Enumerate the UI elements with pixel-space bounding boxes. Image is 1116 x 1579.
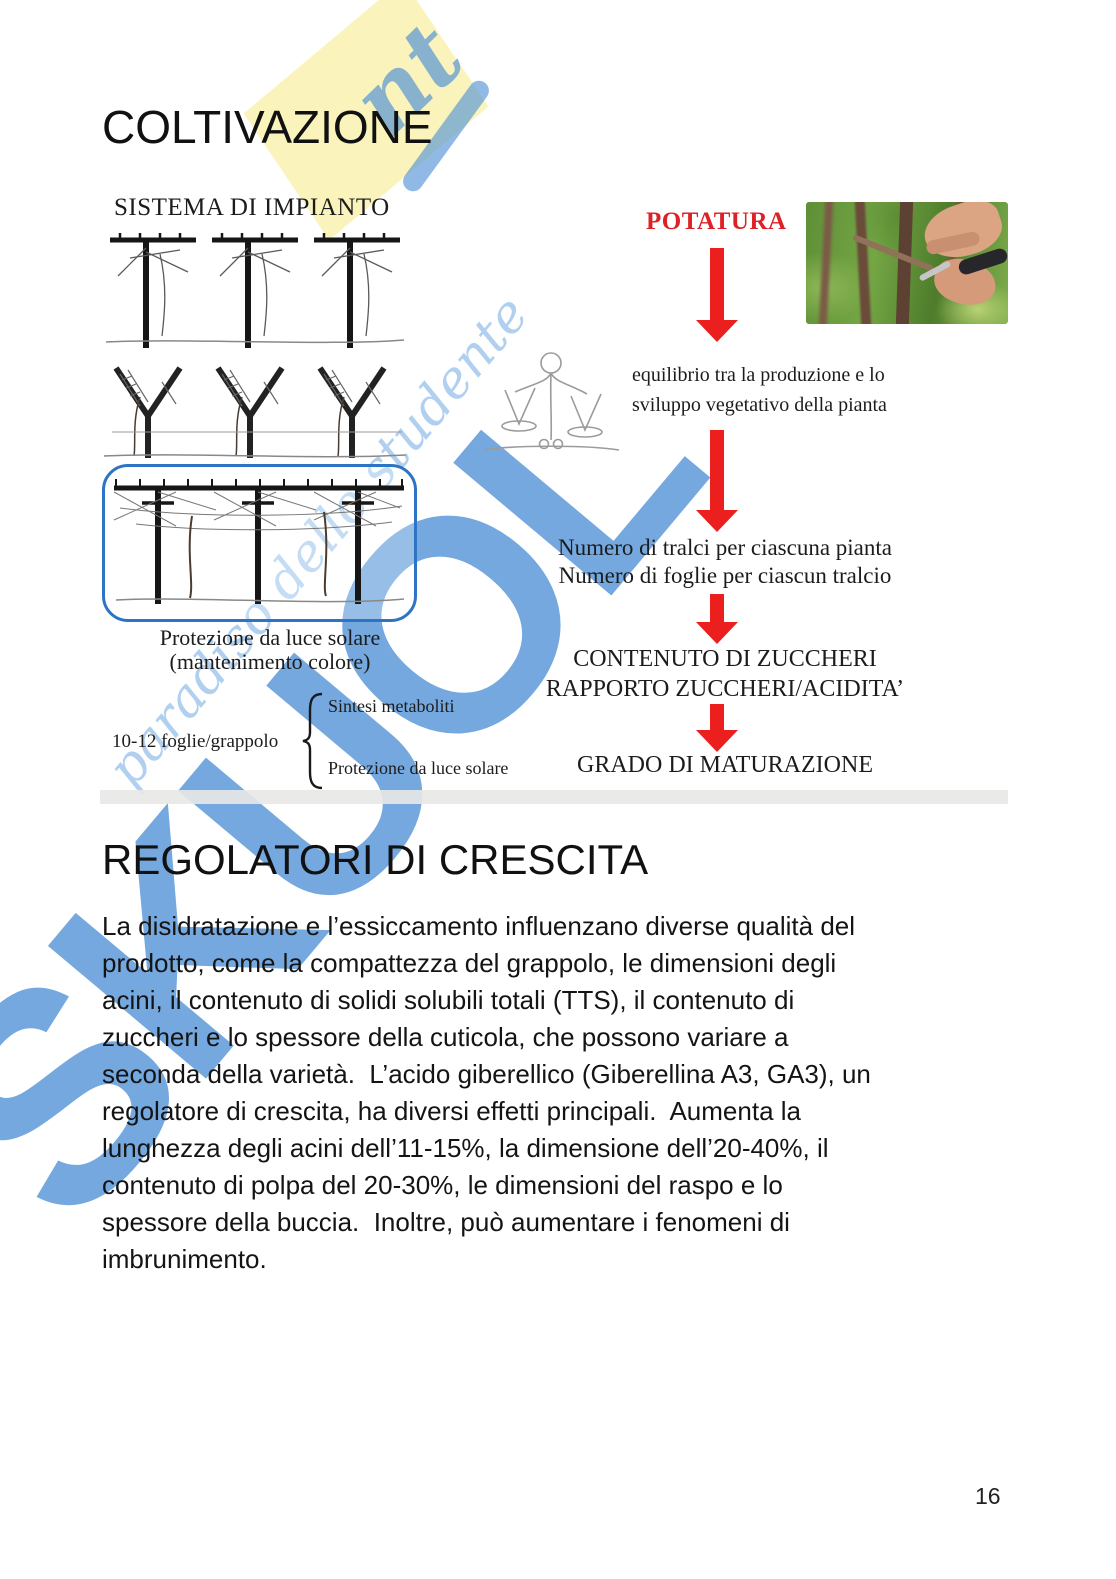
trellis-y-posts-drawing <box>103 366 407 458</box>
brace-item-sintesi: Sintesi metaboliti <box>328 696 455 716</box>
potatura-label: POTATURA <box>646 208 787 235</box>
section-paragraph: La disidratazione e l’essiccamento influ… <box>102 911 871 1274</box>
brace-glyph <box>302 692 323 790</box>
flow-arrow-down <box>696 430 738 532</box>
section-heading: REGOLATORI DI CRESCITA <box>102 836 649 883</box>
flow-arrow-down <box>696 594 738 644</box>
page-title: COLTIVAZIONE <box>102 101 433 153</box>
page-number: 16 <box>975 1483 1001 1509</box>
trellis-pergola-drawing <box>113 479 405 604</box>
grado-maturazione-text: GRADO DI MATURAZIONE <box>577 752 873 778</box>
contenuto-zuccheri-text: CONTENUTO DI ZUCCHERI RAPPORTO ZUCCHERI/… <box>545 646 905 702</box>
slide-figure: SISTEMA DI IMPIANTO <box>100 182 1008 804</box>
equilibrio-text: equilibrio tra la produzione e lo svilup… <box>632 364 887 416</box>
flow-arrow-down <box>696 704 738 752</box>
trellis-t-posts-drawing <box>105 233 405 348</box>
pruning-photo <box>806 202 1008 324</box>
slide-bottom-strip <box>100 790 1008 804</box>
pergola-caption: Protezione da luce solare (mantenimento … <box>159 625 381 674</box>
numero-tralci-text: Numero di tralci per ciascuna pianta Num… <box>558 535 892 588</box>
impianto-heading: SISTEMA DI IMPIANTO <box>114 194 390 221</box>
brace-item-protezione: Protezione da luce solare <box>328 758 509 778</box>
balance-scale-drawing <box>482 352 620 451</box>
flow-arrow-down <box>696 248 738 342</box>
foglie-grappolo-label: 10-12 foglie/grappolo <box>112 731 279 752</box>
pergola-highlight-box <box>102 464 417 622</box>
